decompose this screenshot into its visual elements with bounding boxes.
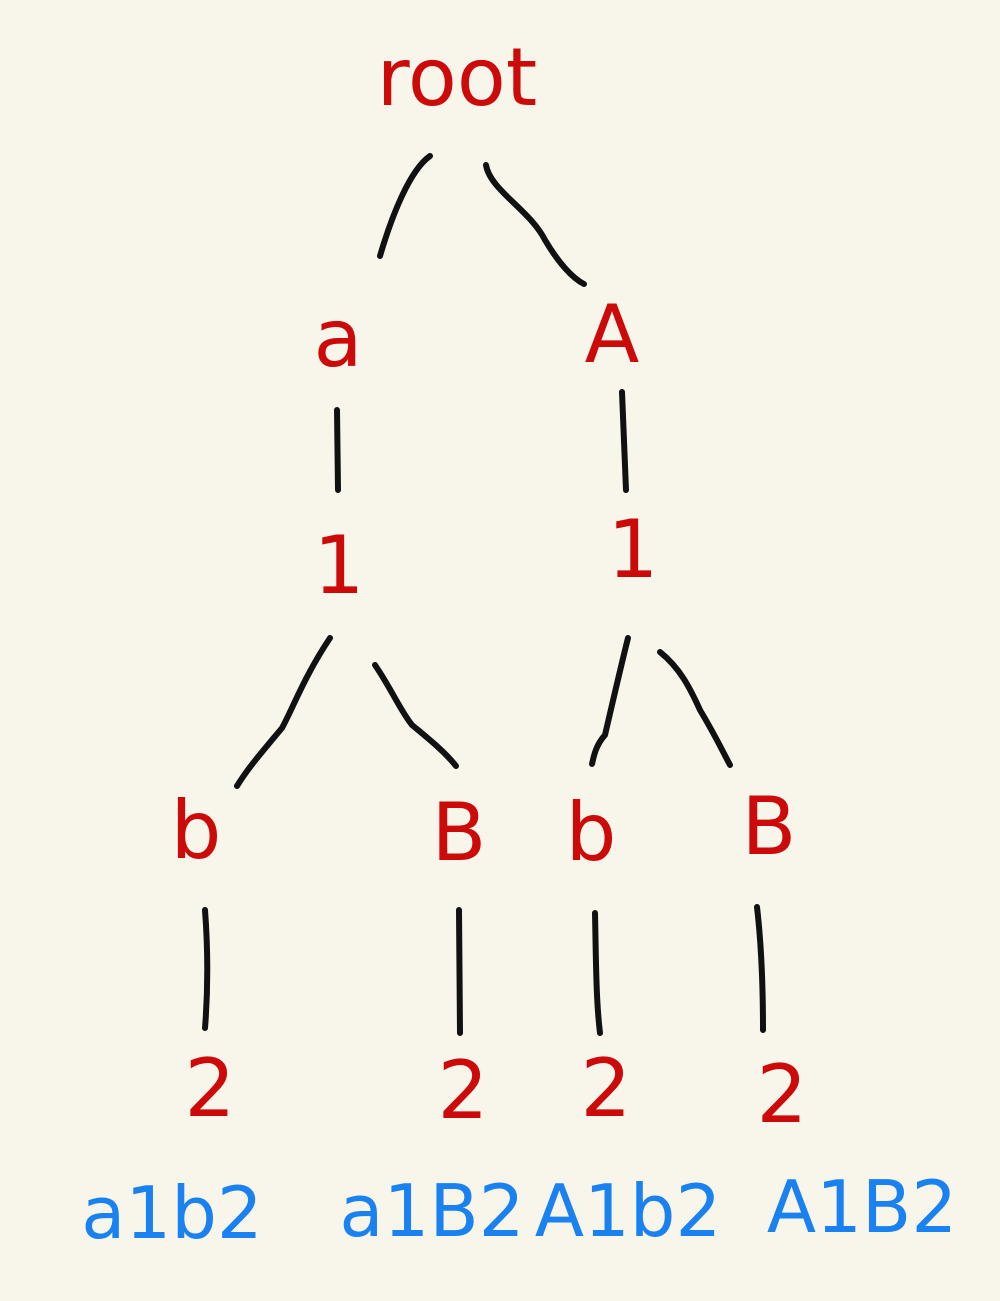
- node-level3-3: b: [566, 786, 617, 879]
- node-root: root: [377, 31, 537, 124]
- node-level1-right: A: [585, 288, 640, 381]
- edge-1-B-left: [372, 662, 459, 769]
- edge-A-1: [619, 389, 629, 493]
- edge-b-2-3: [592, 910, 603, 1036]
- edge-1-B-right: [657, 649, 733, 768]
- node-level3-2: B: [432, 786, 487, 879]
- node-level2-right: 1: [608, 503, 659, 596]
- edge-B-2-4: [754, 904, 766, 1033]
- node-level1-left: a: [313, 292, 362, 385]
- result-1: a1b2: [81, 1171, 262, 1255]
- node-level4-1: 2: [185, 1042, 236, 1135]
- edges-level2-level3: [234, 635, 733, 789]
- result-strings: a1b2 a1B2 A1b2 A1B2: [81, 1165, 957, 1255]
- edge-1-b-right: [589, 635, 631, 767]
- result-2: a1B2: [339, 1169, 524, 1253]
- node-level3-4: B: [742, 780, 797, 873]
- edges-level1-level2: [334, 389, 629, 493]
- edge-root-A: [483, 162, 587, 287]
- edge-b-2-1: [202, 907, 211, 1031]
- tree-nodes: root a A 1 1 b B b B 2 2 2 2: [171, 31, 808, 1141]
- edge-1-b-left: [234, 635, 333, 789]
- edge-a-1: [334, 407, 341, 493]
- node-level4-2: 2: [438, 1044, 489, 1137]
- edge-B-2-2: [456, 907, 463, 1036]
- result-4: A1B2: [767, 1165, 957, 1249]
- edges-level3-level4: [202, 904, 766, 1036]
- result-3: A1b2: [535, 1169, 722, 1253]
- node-level4-4: 2: [757, 1048, 808, 1141]
- node-level2-left: 1: [314, 519, 365, 612]
- node-level3-1: b: [171, 784, 222, 877]
- node-level4-3: 2: [581, 1042, 632, 1135]
- edges-root-level1: [377, 153, 587, 287]
- edge-root-a: [377, 153, 433, 259]
